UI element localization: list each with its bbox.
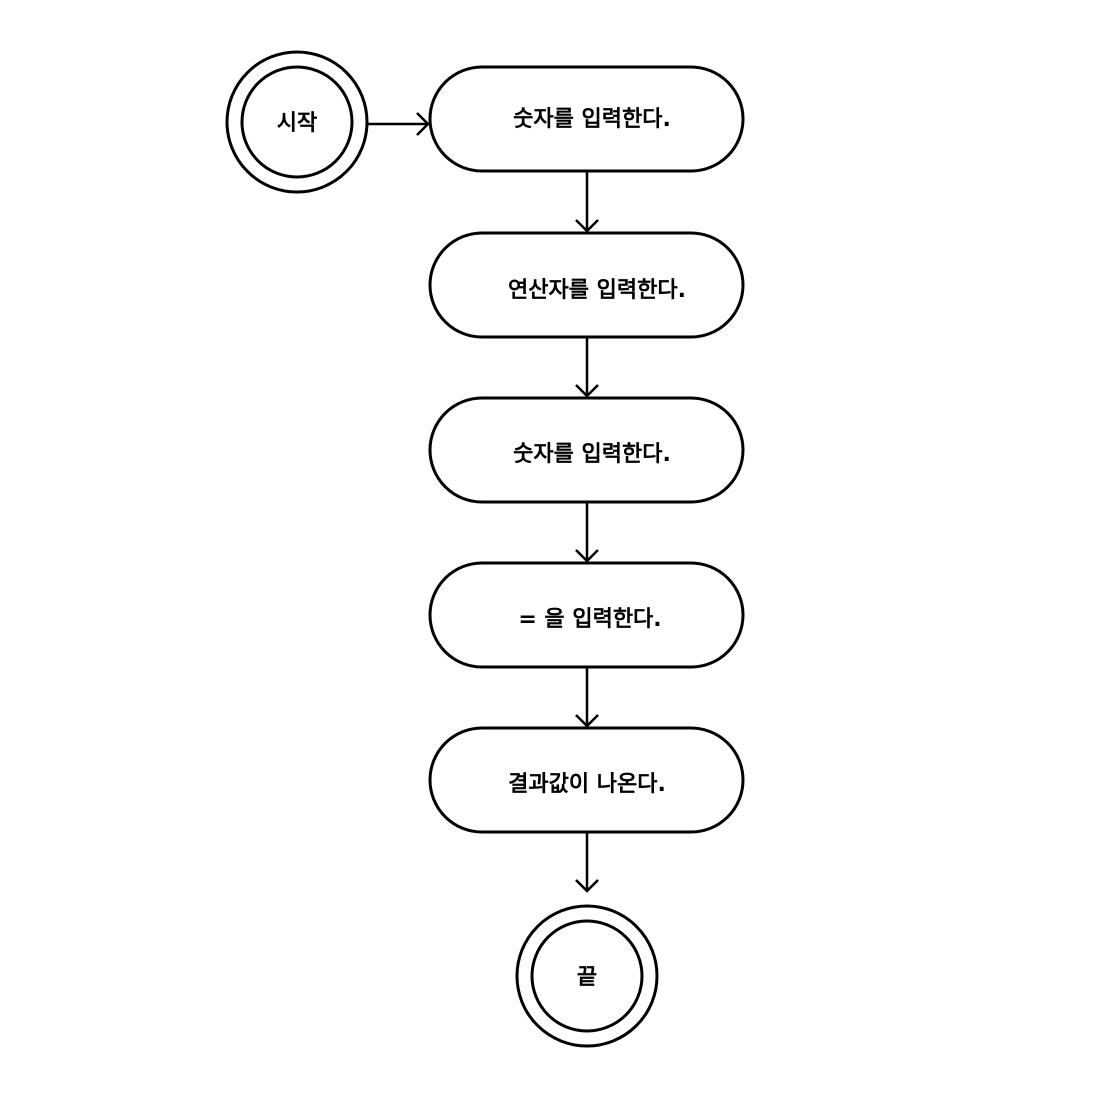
start-node: 시작 xyxy=(225,50,369,194)
edge-step-2-to-step-3 xyxy=(575,337,599,398)
step-node-3: 숫자를 입력한다. xyxy=(428,396,745,504)
step-node-2: 연산자를 입력한다. xyxy=(428,231,745,339)
edge-step-1-to-step-2 xyxy=(575,171,599,233)
end-node: 끝 xyxy=(515,904,659,1048)
arrowhead xyxy=(575,714,599,728)
step-3-label: 숫자를 입력한다. xyxy=(513,442,671,467)
edge-step-3-to-step-4 xyxy=(575,502,599,563)
edge-step-4-to-step-5 xyxy=(575,667,599,728)
arrowhead xyxy=(416,112,430,136)
arrowhead xyxy=(575,219,599,233)
step-4-label: = 을 입력한다. xyxy=(518,607,661,632)
step-node-5: 결과값이 나온다. xyxy=(428,726,745,834)
end-inner-circle xyxy=(530,919,644,1033)
step-node-4: = 을 입력한다. xyxy=(428,561,745,669)
step-1-label: 숫자를 입력한다. xyxy=(513,107,671,132)
arrowhead xyxy=(575,384,599,398)
arrowhead xyxy=(575,549,599,563)
step-2-label: 연산자를 입력한다. xyxy=(508,278,686,303)
start-inner-circle xyxy=(240,65,354,179)
edge-step-5-to-end xyxy=(575,832,599,893)
edge-start-to-step-1 xyxy=(367,112,430,136)
step-node-1: 숫자를 입력한다. xyxy=(428,65,745,173)
arrowhead xyxy=(575,879,599,893)
end-label: 끝 xyxy=(577,965,597,990)
step-5-label: 결과값이 나온다. xyxy=(508,772,666,797)
start-label: 시작 xyxy=(277,111,317,136)
